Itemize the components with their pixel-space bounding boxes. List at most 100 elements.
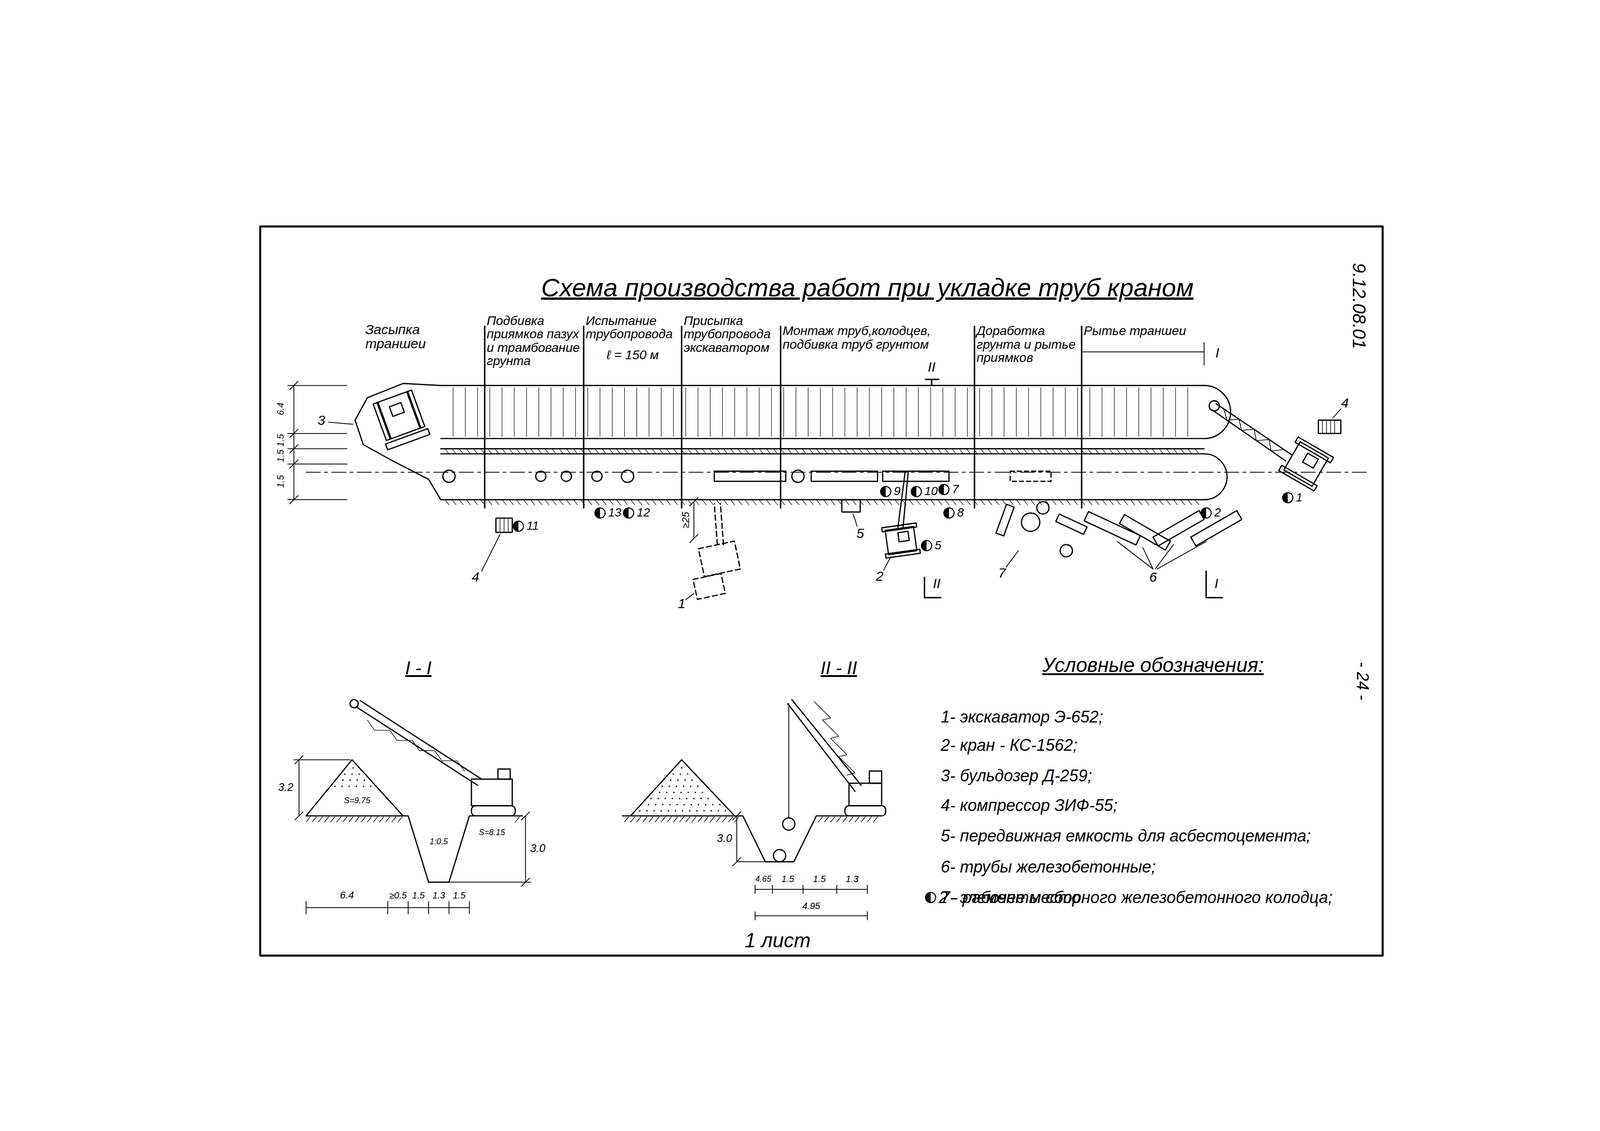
- leader-lines: [1006, 550, 1019, 568]
- section-mark: II: [927, 360, 936, 375]
- concrete-pipes: [1119, 514, 1171, 551]
- section-2-2: [732, 812, 766, 867]
- manhole-elements: [1056, 514, 1088, 535]
- soil-stipple: [654, 804, 657, 806]
- soil-stipple: [679, 773, 682, 775]
- workplace-symbol: [623, 507, 634, 518]
- soil-stipple: [650, 797, 652, 800]
- leader-lines: [883, 556, 891, 570]
- leader-lines: [1117, 541, 1207, 570]
- soil-stipple: [686, 773, 689, 775]
- section-1-1: [350, 699, 359, 709]
- stage-label: Рытье траншеи: [1083, 324, 1202, 338]
- crane-plan: [897, 472, 908, 528]
- hatching: [305, 387, 1293, 903]
- dimension: 1.3: [845, 874, 859, 885]
- workplace-symbol: [925, 892, 931, 903]
- section-1-1: [294, 755, 351, 821]
- callout-number: 2: [875, 569, 884, 584]
- callout-number: 5: [856, 526, 865, 541]
- excavator-plan: [1294, 437, 1334, 463]
- dimension: 1.5: [275, 475, 286, 488]
- section-markers: [924, 379, 1223, 598]
- soil-stipple: [334, 767, 727, 812]
- stage-label: Доработка грунта и рытье приямков: [976, 324, 1080, 365]
- asbestos-cement-container: [841, 499, 860, 513]
- pipes-in-trench: [442, 470, 1052, 483]
- pipes-in-trench: [561, 471, 572, 482]
- soil-stipple: [704, 804, 707, 806]
- stage-label: Присыпка трубопровода экскаватором: [683, 314, 780, 355]
- workplace-symbol: [921, 540, 932, 551]
- soil-stipple: [724, 810, 727, 812]
- soil-stipple: [355, 785, 358, 788]
- excavator-plan: [1223, 409, 1285, 451]
- excavator-position-dashed: [698, 541, 741, 577]
- soil-stipple: [687, 792, 689, 794]
- section-2-2: [787, 699, 862, 792]
- stage-label: Испытание трубопровода: [585, 314, 680, 342]
- dimension: 1.5: [781, 874, 795, 885]
- excavator-plan: [1212, 403, 1293, 461]
- callout-number: 1: [678, 596, 686, 612]
- soil-stipple: [690, 804, 693, 806]
- workplace-symbol: [943, 507, 954, 518]
- excavator-plan: [1209, 400, 1334, 492]
- legend-text: 2- кран - КС-1562;: [940, 736, 1078, 755]
- section-1-1: [497, 769, 511, 780]
- soil-stipple: [672, 773, 674, 775]
- section-1-1: [367, 719, 465, 772]
- crane-plan: [881, 472, 921, 559]
- concrete-pipes: [1153, 510, 1205, 547]
- workplace-number: 2: [1214, 507, 1221, 520]
- soil-stipple: [676, 804, 678, 806]
- workplace-symbol: [911, 486, 917, 497]
- sheet-code: 9.12.08.01: [1349, 263, 1369, 350]
- spoil-pile-hatch: [453, 387, 1188, 437]
- stage-label: Монтаж труб,колодцев, подбивка труб грун…: [782, 324, 973, 352]
- workplace-number: 7: [952, 483, 959, 496]
- dimension: 1.5: [452, 890, 466, 901]
- section-1-1: [449, 812, 531, 887]
- section-2-2: [630, 760, 735, 817]
- section-2-2: [788, 704, 790, 819]
- soil-stipple: [693, 797, 695, 800]
- soil-stipple: [646, 810, 648, 812]
- soil-stipple: [688, 810, 691, 812]
- soil-stipple: [667, 810, 669, 812]
- soil-stipple: [677, 779, 679, 782]
- dimension: ≥0.5: [388, 890, 407, 901]
- manhole-elements: [1021, 512, 1040, 532]
- excavator-position-dashed: [693, 573, 726, 600]
- soil-stipple: [647, 804, 650, 806]
- excavator-position-dashed: [698, 541, 741, 577]
- soil-stipple: [684, 779, 686, 782]
- soil-stipple: [349, 779, 351, 782]
- soil-stipple: [682, 810, 684, 812]
- legend-text: 6- трубы железобетонные;: [940, 858, 1156, 876]
- dimension: 3.2: [278, 781, 294, 793]
- pipes-in-trench: [811, 471, 878, 482]
- manhole-elements: [995, 502, 1088, 558]
- legend-text: 4- компрессор ЗИФ-55;: [940, 797, 1118, 815]
- legend-heading: Условные обозначения:: [1042, 654, 1264, 676]
- section-2-2: [849, 783, 882, 806]
- excavator-plan: [1278, 437, 1334, 492]
- workplace-symbol: [880, 486, 886, 497]
- soil-stipple: [712, 804, 714, 806]
- workplace-symbol: [595, 507, 601, 518]
- concrete-pipes: [1084, 511, 1141, 545]
- workplace-symbol: [938, 484, 949, 495]
- callout-number: 7: [998, 566, 1006, 581]
- bulldozer-plan: [389, 402, 405, 417]
- dimension: 3.0: [716, 832, 732, 845]
- soil-stipple: [719, 804, 721, 806]
- section-mark: I: [1214, 576, 1218, 591]
- area-note: S=8.15: [478, 828, 506, 837]
- soil-stipple: [683, 785, 685, 788]
- compressor-plan: [1322, 420, 1335, 434]
- dimension: 4.95: [802, 900, 821, 911]
- soil-stipple: [351, 773, 353, 775]
- dimension: 6.4: [275, 402, 286, 416]
